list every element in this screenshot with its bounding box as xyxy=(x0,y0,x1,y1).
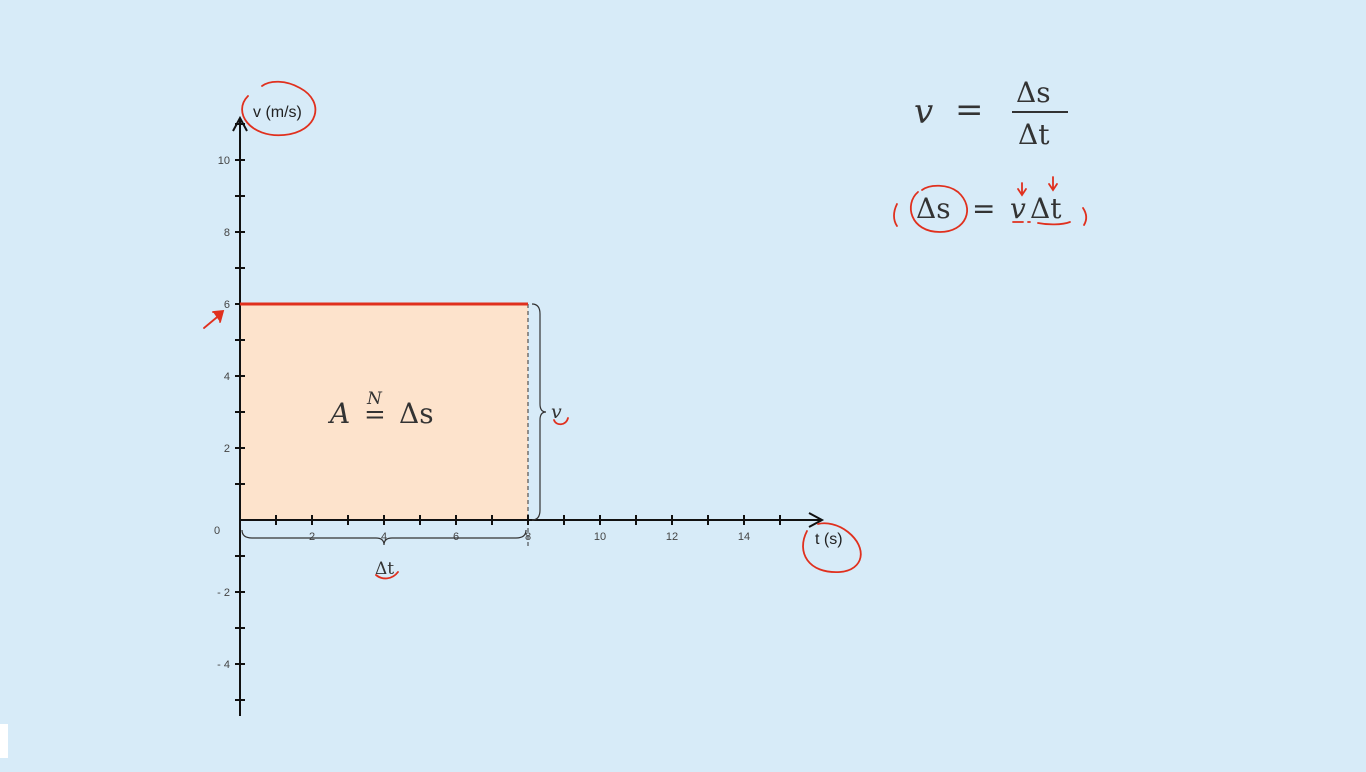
x-axis-arrowhead xyxy=(808,512,825,528)
formula1-equals: = xyxy=(955,90,984,130)
x-tick-label: 8 xyxy=(525,531,531,543)
formula-displacement: Δs = v Δt xyxy=(916,192,1062,225)
area-A: A xyxy=(327,397,350,430)
formula1-denominator: Δt xyxy=(1018,118,1050,151)
formula2-dt: Δt xyxy=(1030,192,1062,225)
brace-dt xyxy=(241,529,527,546)
area-delta-s: Δs xyxy=(399,397,434,430)
y-tick-label: - 4 xyxy=(217,659,230,671)
underline-v xyxy=(553,417,569,426)
brace-dt-label: Δt xyxy=(375,559,394,579)
x-tick-label: 2 xyxy=(309,531,315,543)
axis-ticks: 2 4 6 8 10 12 14 - 4 - 2 2 4 6 8 10 xyxy=(217,123,781,701)
paren-left xyxy=(893,203,898,227)
underline-dt xyxy=(375,571,399,580)
y-tick-label: 8 xyxy=(224,227,230,239)
y-tick-label: 2 xyxy=(224,443,230,455)
circle-ylabel xyxy=(241,80,317,136)
y-tick-label: 6 xyxy=(224,299,230,311)
formula2-v: v xyxy=(1010,192,1026,225)
formula-velocity: v = Δs Δt xyxy=(914,76,1068,151)
area-equals: = xyxy=(364,400,386,430)
x-tick-label: 4 xyxy=(381,531,387,543)
x-tick-label: 12 xyxy=(666,531,678,543)
formula1-numerator: Δs xyxy=(1016,76,1051,109)
arrow-to-6-head xyxy=(212,309,225,323)
y-axis-label: v (m/s) xyxy=(253,104,302,121)
arrow-v xyxy=(1017,182,1027,197)
shaded-area xyxy=(240,304,528,520)
circle-delta-s xyxy=(909,184,969,233)
origin-label: 0 xyxy=(214,525,220,537)
circle-xlabel xyxy=(802,522,862,573)
paren-right xyxy=(1082,207,1088,226)
y-tick-label: 10 xyxy=(218,155,230,167)
formula2-equals: = xyxy=(972,192,995,225)
formula2-ds: Δs xyxy=(916,192,951,225)
underline-dt2 xyxy=(1037,221,1071,226)
x-tick-label: 6 xyxy=(453,531,459,543)
area-equation: A = N Δs xyxy=(327,389,434,430)
brace-v-label: v xyxy=(551,401,562,423)
arrow-dt xyxy=(1048,176,1058,192)
y-tick-label: 4 xyxy=(224,371,230,383)
y-tick-label: - 2 xyxy=(217,587,230,599)
x-tick-label: 10 xyxy=(594,531,606,543)
formula1-v: v xyxy=(914,92,933,132)
brace-v xyxy=(531,303,547,521)
x-axis-label: t (s) xyxy=(815,531,843,548)
x-tick-label: 14 xyxy=(738,531,750,543)
corner-panel xyxy=(0,724,8,758)
area-over-N: N xyxy=(366,389,383,409)
pen-annotations xyxy=(203,80,1088,580)
y-axis-arrowhead xyxy=(232,115,248,132)
